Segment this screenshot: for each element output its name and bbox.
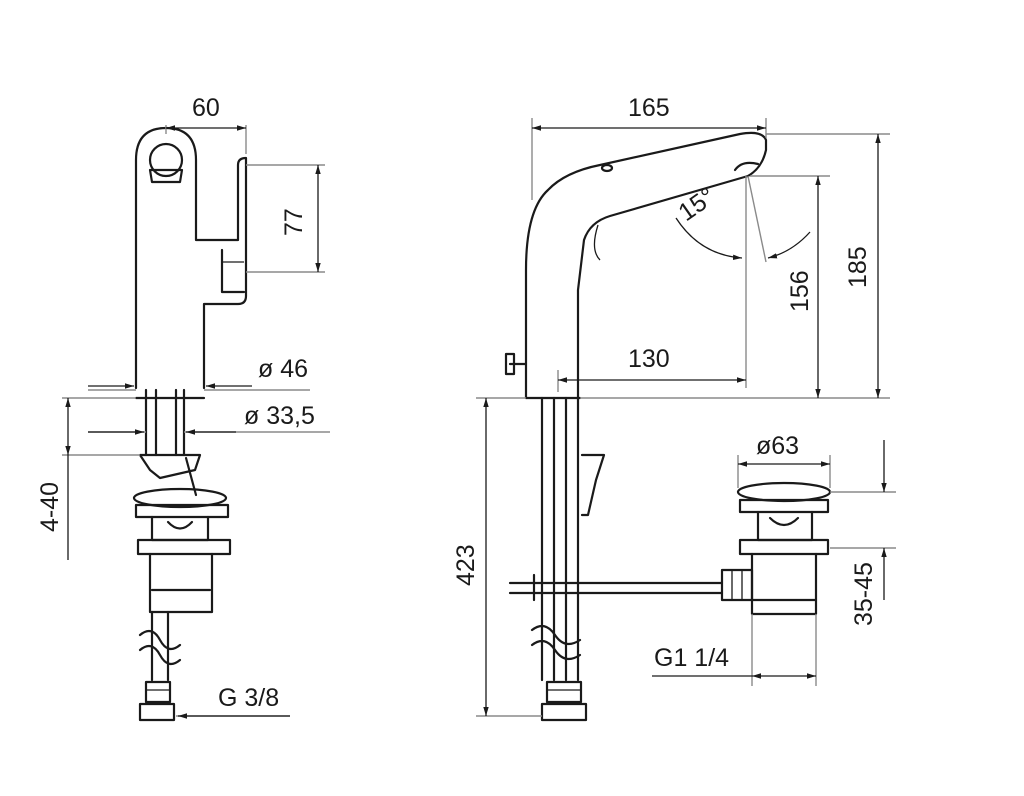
label-angle-15: 15° bbox=[673, 182, 720, 227]
front-view-faucet bbox=[504, 131, 768, 722]
label-77: 77 bbox=[280, 208, 308, 236]
label-diameter-33-5: ø 33,5 bbox=[244, 402, 315, 430]
label-165: 165 bbox=[628, 94, 670, 122]
dimension-lines bbox=[65, 118, 896, 719]
waste-fitting bbox=[736, 481, 832, 616]
label-130: 130 bbox=[628, 345, 670, 373]
label-4-40: 4-40 bbox=[36, 482, 64, 532]
label-423: 423 bbox=[452, 544, 480, 586]
label-diameter-46: ø 46 bbox=[258, 355, 308, 383]
label-diameter-63: ø63 bbox=[756, 432, 799, 460]
label-g-3-8: G 3/8 bbox=[218, 684, 279, 712]
label-60: 60 bbox=[192, 94, 220, 122]
label-g1-1-4: G1 1/4 bbox=[654, 644, 729, 672]
label-185: 185 bbox=[844, 246, 872, 288]
label-156: 156 bbox=[786, 270, 814, 312]
label-35-45: 35-45 bbox=[850, 562, 878, 626]
